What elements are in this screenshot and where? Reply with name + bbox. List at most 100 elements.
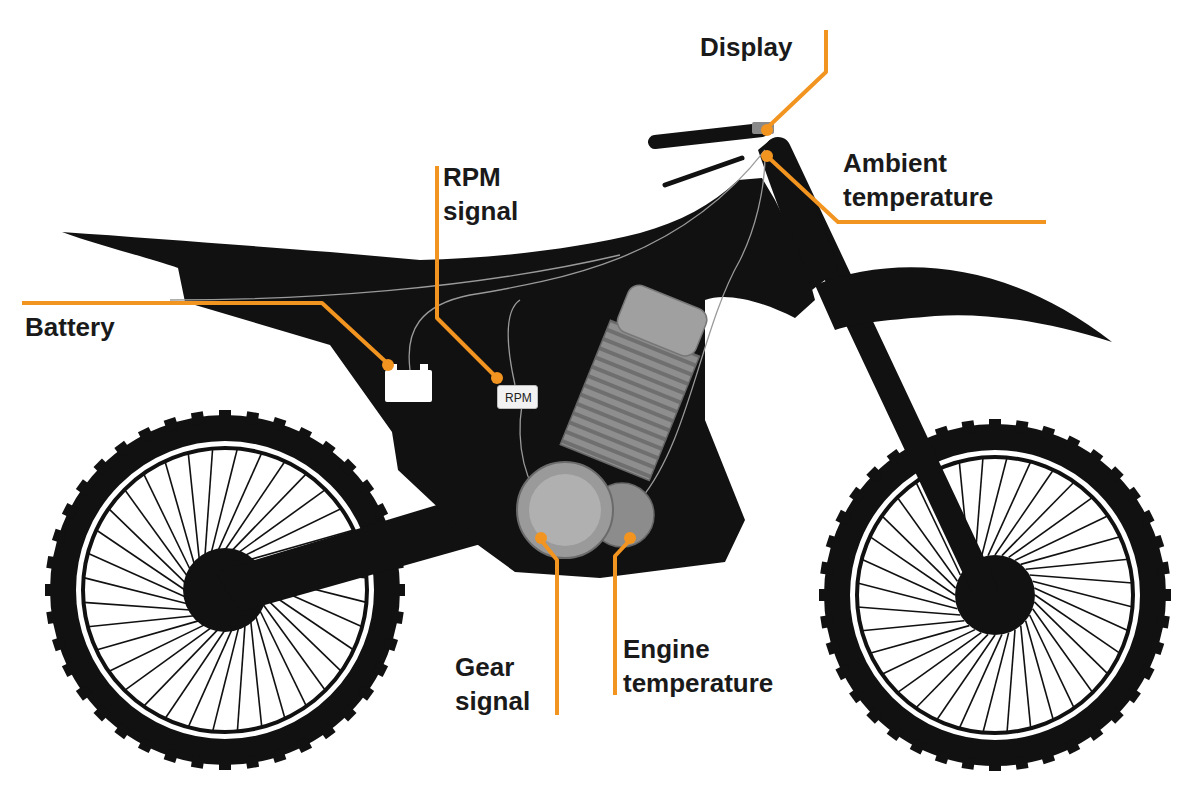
callout-label: Display [700, 30, 793, 64]
tire-knob [340, 458, 357, 475]
tire-knob [191, 411, 205, 425]
tire-knob [62, 503, 78, 519]
wheel-spoke [862, 559, 956, 602]
rpm-sensor-box: RPM [497, 385, 538, 409]
wheel-spoke [218, 453, 262, 551]
tire-knob [296, 737, 312, 753]
wheel-spoke [109, 625, 205, 672]
tire-knob [887, 449, 904, 466]
tire-knob [935, 426, 950, 441]
tire-knob [1087, 724, 1104, 741]
tire-knob [357, 479, 374, 496]
wheel-spoke [1007, 630, 1015, 733]
tire-knob [1138, 664, 1154, 680]
tire-knob [114, 441, 131, 458]
tire-knob [372, 661, 388, 677]
wiring [170, 150, 765, 500]
wheel-spoke [858, 607, 961, 615]
tire-knob [138, 737, 154, 753]
wheel-spoke [88, 616, 195, 627]
wheel-spoke [144, 474, 191, 570]
wheel-spoke [125, 628, 212, 691]
callout-label: Ambient temperature [843, 146, 1058, 214]
tire-knob [393, 584, 405, 596]
tire-knob [1149, 535, 1164, 550]
tire-knob [219, 758, 231, 770]
tire-knob [52, 529, 67, 544]
callout-label: Battery [25, 310, 115, 344]
tire-knob [1040, 749, 1055, 764]
wheel-spoke [870, 626, 969, 654]
tire-knob [390, 610, 404, 624]
tire-knob [1015, 420, 1029, 434]
tire-knob [46, 610, 60, 624]
tire-knob [826, 535, 841, 550]
tire-knob [1015, 756, 1029, 770]
tire-knob [1159, 589, 1171, 601]
tire-knob [76, 479, 93, 496]
wheel-spoke [125, 490, 188, 577]
wheel-spoke [959, 634, 1002, 728]
wheel-spoke [205, 449, 213, 556]
tire-knob [114, 722, 131, 739]
engine-cylinder [560, 279, 716, 480]
wheel-spoke [1034, 588, 1128, 631]
tire-knob [372, 503, 388, 519]
tire-knob [962, 756, 976, 770]
tire-knob [1156, 615, 1170, 629]
tire-knob [319, 441, 336, 458]
tire-knob [1087, 449, 1104, 466]
tire-knob [1040, 426, 1055, 441]
tire-knob [849, 487, 866, 504]
tire-knob [319, 722, 336, 739]
callout-label: Gear signal [455, 650, 565, 718]
battery-symbol [385, 364, 432, 402]
tire-knob [835, 664, 851, 680]
wheel-spoke [1021, 626, 1031, 729]
tire-knob [835, 510, 851, 526]
tire-knob [296, 427, 312, 443]
callout-label: Engine temperature [623, 632, 833, 700]
tire-knob [820, 562, 834, 576]
tire-knob [819, 589, 831, 601]
tire-knob [219, 410, 231, 422]
front-fender [815, 267, 1112, 342]
tire-knob [989, 419, 1001, 431]
tire-knob [52, 636, 67, 651]
tire-knob [46, 556, 60, 570]
wheel-spoke [1030, 575, 1133, 583]
tire-knob [989, 759, 1001, 771]
tire-knob [1149, 640, 1164, 655]
tire-knob [1107, 707, 1124, 724]
tire-knob [1064, 435, 1080, 451]
tire-knob [271, 417, 286, 432]
tire-knob [935, 749, 950, 764]
leader-dots [382, 124, 773, 544]
rear-wheel [45, 410, 405, 770]
tire-knob [164, 417, 179, 432]
tire-knob [1124, 687, 1141, 704]
tire-knob [45, 584, 57, 596]
tire-knob [866, 707, 883, 724]
tire-knob [1156, 562, 1170, 576]
wheel-spoke [1026, 559, 1129, 569]
wheel-spoke [237, 625, 245, 732]
tire-knob [271, 748, 286, 763]
engine-crankcase [517, 462, 613, 558]
wheel-spoke [862, 621, 965, 631]
wheel-spoke [988, 462, 1031, 556]
tire-knob [245, 411, 259, 425]
tire-knob [245, 755, 259, 769]
tire-knob [1124, 487, 1141, 504]
tire-knob [62, 661, 78, 677]
tire-knob [76, 684, 93, 701]
tire-knob [1138, 510, 1154, 526]
tire-knob [93, 705, 110, 722]
handlebar [655, 130, 762, 142]
tire-knob [820, 615, 834, 629]
wheel-spoke [188, 453, 199, 560]
wheel-spoke [88, 553, 186, 597]
tire-knob [383, 636, 398, 651]
wheel-spoke [1026, 621, 1054, 720]
